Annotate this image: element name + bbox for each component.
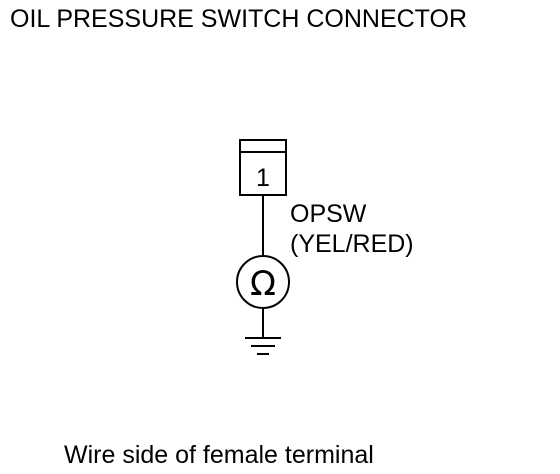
ohm-icon: Ω: [250, 264, 276, 304]
ohmmeter-symbol: Ω: [236, 255, 290, 309]
diagram-title: OIL PRESSURE SWITCH CONNECTOR: [10, 5, 467, 33]
wire-label: OPSW (YEL/RED): [290, 199, 414, 259]
pin-number: 1: [256, 164, 270, 192]
view-caption: Wire side of female terminal: [64, 441, 374, 469]
ground-icon: [245, 337, 281, 355]
signal-name: OPSW: [290, 200, 367, 228]
connector-housing: 1: [239, 139, 287, 196]
wire-color: (YEL/RED): [290, 230, 414, 258]
